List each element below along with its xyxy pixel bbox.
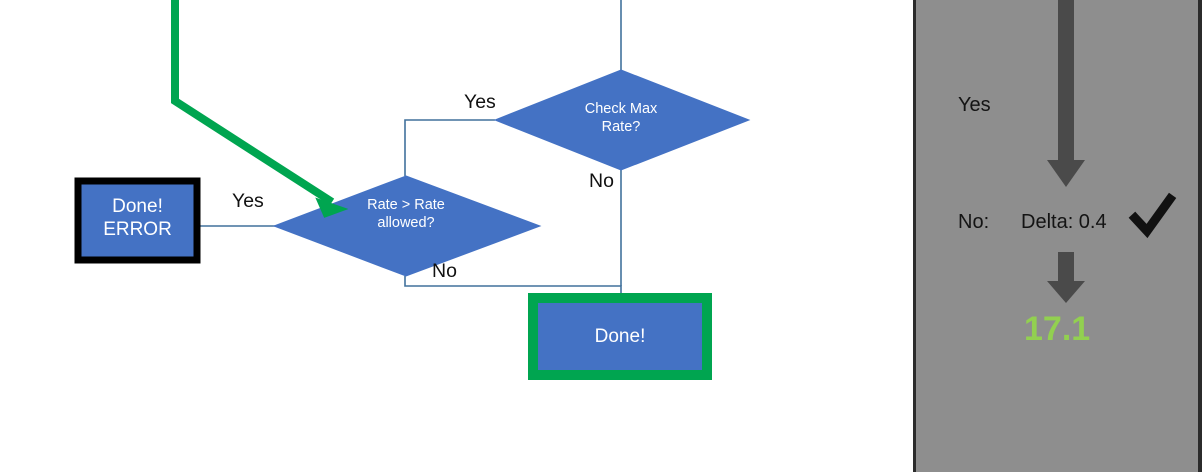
decision-rate-gt-rate-allowed-shape[interactable] (272, 175, 542, 277)
edge-label-no-check-max-rate: No (589, 170, 614, 192)
trace-panel: Yes No: Delta: 0.4 17.1 (913, 0, 1202, 472)
edge-label-yes-check-max-rate: Yes (464, 91, 496, 113)
highlight-path-green-line (171, 0, 335, 206)
trace-no-label: No: (958, 211, 990, 233)
trace-delta-label: Delta: 0.4 (1021, 211, 1107, 233)
flowchart-canvas: Check Max Rate? Rate > Rate allowed? Don… (74, 0, 751, 380)
connector-yes-check-max-to-rate-check (404, 119, 495, 176)
edge-label-no-rate-check: No (432, 260, 457, 282)
trace-yes-label: Yes (958, 94, 991, 116)
trace-panel-graphics (1047, 0, 1177, 303)
trace-result-value: 17.1 (1024, 310, 1091, 348)
check-mark-icon (1128, 192, 1177, 239)
decision-check-max-rate-shape[interactable] (493, 69, 751, 171)
down-arrow-icon-bottom (1047, 252, 1085, 303)
connector-no-rate-check-to-done (404, 276, 622, 294)
process-done-shape[interactable] (528, 293, 712, 380)
edge-label-yes-done-error: Yes (232, 190, 264, 212)
process-done-error-shape[interactable] (74, 177, 201, 264)
down-arrow-icon-top (1047, 0, 1085, 187)
flowchart-graphics (74, 0, 751, 380)
highlight-path-green-arrowhead (315, 197, 349, 218)
